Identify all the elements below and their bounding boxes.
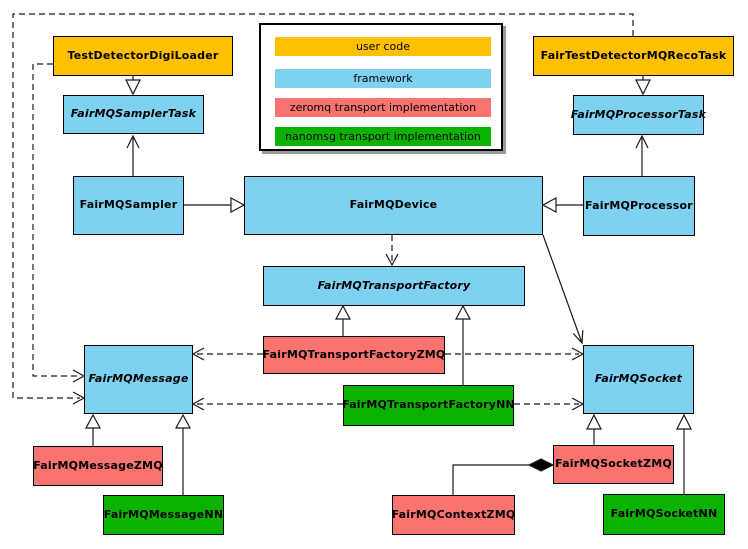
class-label: FairMQSampler <box>79 198 178 212</box>
class-label: FairMQDevice <box>349 198 438 212</box>
edge-dep-recotask-message <box>12 13 634 399</box>
class-box-fairmqmessagenn: FairMQMessageNN <box>103 495 224 535</box>
class-label: FairMQTransportFactoryZMQ <box>262 347 446 361</box>
arrowhead-triangle-up-socket-right <box>676 413 692 430</box>
edge-assoc-device-socket <box>542 234 583 344</box>
class-label: TestDetectorDigiLoader <box>67 48 219 62</box>
class-label: FairMQSocket <box>594 372 683 386</box>
class-box-fairmqcontextzmq: FairMQContextZMQ <box>392 495 515 535</box>
class-label: FairMQMessageZMQ <box>33 458 163 472</box>
class-box-testdetectordigiloader: TestDetectorDigiLoader <box>53 36 233 76</box>
arrowhead-triangle-up-message-left <box>84 413 102 429</box>
legend-item-zeromq: zeromq transport implementation <box>275 98 491 117</box>
class-box-fairmqmessagezmq: FairMQMessageZMQ <box>33 446 163 486</box>
class-label: FairTestDetectorMQRecoTask <box>540 48 727 62</box>
class-box-fairmqsocketzmq: FairMQSocketZMQ <box>553 445 674 484</box>
class-box-fairtestdetectormqrecotask: FairTestDetectorMQRecoTask <box>533 36 734 76</box>
arrowhead-triangle-up-transportfactory-left <box>334 304 352 320</box>
class-box-fairmqsamplertask: FairMQSamplerTask <box>63 95 204 134</box>
class-box-fairmqprocessortask: FairMQProcessorTask <box>570 95 707 135</box>
class-box-fairmqtransportfactoryzmq: FairMQTransportFactoryZMQ <box>263 336 445 374</box>
class-box-fairmqsampler: FairMQSampler <box>73 176 184 235</box>
class-label: FairMQProcessorTask <box>570 107 707 121</box>
arrowhead-open-up-samplertask <box>126 134 140 149</box>
arrowhead-triangle-down-samplertask <box>125 79 141 96</box>
class-label: FairMQProcessor <box>585 198 693 212</box>
class-label: FairMQSamplerTask <box>70 107 197 121</box>
arrowhead-open-left-message-lower <box>191 397 205 411</box>
arrowhead-open-down-transportfactory <box>385 253 399 267</box>
class-label: FairMQMessage <box>88 372 189 386</box>
arrowhead-triangle-up-message-right <box>174 413 192 429</box>
class-box-fairmqsocket: FairMQSocket <box>583 345 694 414</box>
arrowhead-triangle-right-device <box>230 196 246 214</box>
legend-item-nanomsg: nanomsg transport implementation <box>275 127 491 146</box>
legend: user code framework zeromq transport imp… <box>259 23 503 151</box>
class-label: FairMQTransportFactoryNN <box>342 398 515 412</box>
class-box-fairmqprocessor: FairMQProcessor <box>583 176 695 236</box>
class-label: FairMQMessageNN <box>103 507 224 521</box>
arrowhead-triangle-up-socket-left <box>586 413 602 430</box>
arrowhead-open-left-message-upper <box>191 347 205 361</box>
legend-item-framework: framework <box>275 69 491 88</box>
class-box-fairmqdevice: FairMQDevice <box>244 176 543 235</box>
arrowhead-triangle-down-processortask <box>635 79 651 96</box>
edge-comp-sockzmq-contextzmq <box>452 464 529 495</box>
composition-diamond <box>527 458 555 472</box>
class-box-fairmqmessage: FairMQMessage <box>84 345 193 414</box>
legend-item-user-code: user code <box>275 37 491 56</box>
legend-label: nanomsg transport implementation <box>285 130 481 143</box>
arrowhead-triangle-left-device <box>541 196 557 214</box>
class-label: FairMQTransportFactory <box>317 278 471 292</box>
arrowhead-triangle-up-transportfactory-right <box>454 304 472 320</box>
class-label: FairMQSocketNN <box>610 507 718 521</box>
legend-label: zeromq transport implementation <box>289 101 477 114</box>
legend-label: framework <box>353 72 413 85</box>
class-box-fairmqtransportfactorynn: FairMQTransportFactoryNN <box>342 385 515 426</box>
class-box-fairmqtransportfactory: FairMQTransportFactory <box>263 266 525 306</box>
legend-label: user code <box>355 40 411 53</box>
class-label: FairMQContextZMQ <box>391 507 516 521</box>
arrowhead-open-diagonal-socket <box>572 330 584 345</box>
class-box-fairmqsocketnn: FairMQSocketNN <box>603 494 725 535</box>
class-label: FairMQSocketZMQ <box>555 457 672 471</box>
arrowhead-open-up-processortask <box>635 134 649 149</box>
edge-dep-tddl-message <box>32 63 80 377</box>
